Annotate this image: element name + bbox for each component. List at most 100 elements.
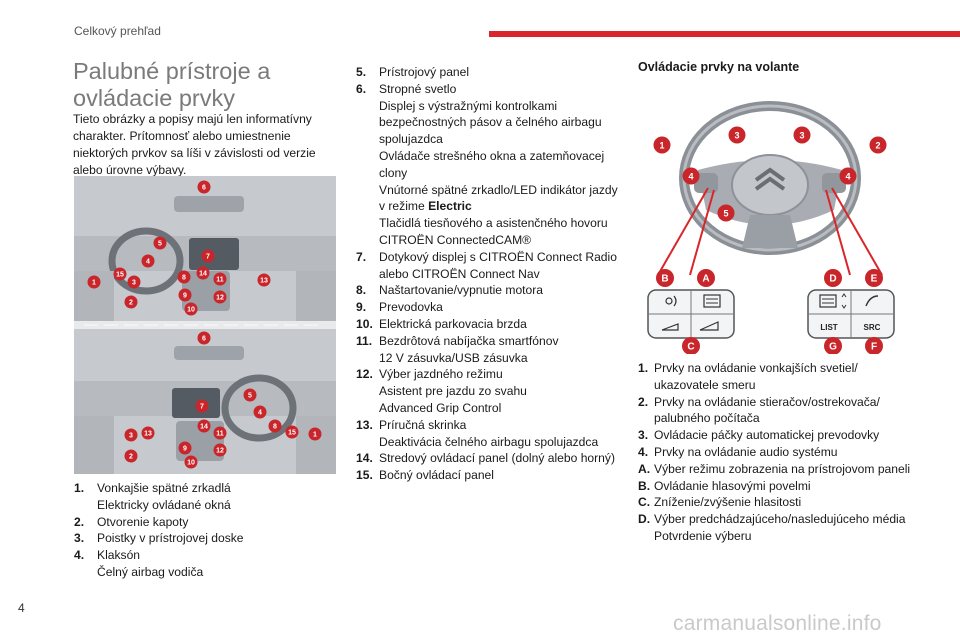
svg-text:10: 10 <box>187 460 195 467</box>
svg-text:13: 13 <box>260 278 268 285</box>
list-item: 4. Prvky na ovládanie audio systému <box>638 444 838 459</box>
list-item: D. Výber predchádzajúceho/nasledujúceho … <box>638 512 906 543</box>
list-item: A. Výber režimu zobrazenia na prístrojov… <box>638 461 911 476</box>
wheel-callout-3-right: 3 <box>793 126 811 144</box>
left-control-pad: B A C <box>647 269 735 355</box>
intro-text: Tieto obrázky a popisy majú len informat… <box>73 112 316 177</box>
callout-14-rhd: 14 <box>197 419 211 433</box>
svg-text:10: 10 <box>187 307 195 314</box>
list-item: 6. Stropné svetlo Displej s výstražnými … <box>356 81 618 247</box>
wheel-callout-1: 1 <box>653 136 671 154</box>
callout-5-lhd: 5 <box>153 236 167 250</box>
svg-text:B: B <box>661 274 668 285</box>
svg-text:15: 15 <box>116 272 124 279</box>
svg-text:3: 3 <box>132 280 136 287</box>
callout-12-rhd: 12 <box>213 443 227 457</box>
list-item: B. Ovládanie hlasovými povelmi <box>638 478 811 493</box>
svg-text:3: 3 <box>734 131 739 141</box>
pad-callout-G: G <box>824 337 842 355</box>
steering-wheel-illustration: 1 3 4 5 2 3 4 B A C <box>647 101 895 355</box>
svg-text:1: 1 <box>313 432 317 439</box>
list-item: 2. Otvorenie kapoty <box>74 514 189 529</box>
svg-text:6: 6 <box>202 336 206 343</box>
callout-12-lhd: 12 <box>213 290 227 304</box>
svg-text:C: C <box>687 342 694 353</box>
watermark: carmanualsonline.info <box>673 612 882 635</box>
src-button-label: SRC <box>864 323 881 332</box>
pad-callout-D: D <box>824 269 842 287</box>
callout-15-lhd: 15 <box>113 267 127 281</box>
wheel-callout-4-left: 4 <box>682 167 700 185</box>
wheel-callout-3-left: 3 <box>728 126 746 144</box>
svg-text:8: 8 <box>273 424 277 431</box>
list-scroll-icon <box>819 293 847 309</box>
svg-text:2: 2 <box>129 300 133 307</box>
svg-text:1: 1 <box>92 280 96 287</box>
svg-text:11: 11 <box>216 277 224 284</box>
list-item: 7. Dotykový displej s CITROËN Connect Ra… <box>356 249 617 281</box>
svg-text:6: 6 <box>202 185 206 192</box>
pad-callout-E: E <box>865 269 883 287</box>
callout-4-rhd: 4 <box>253 405 267 419</box>
callout-5-rhd: 5 <box>243 388 257 402</box>
svg-text:5: 5 <box>248 393 252 400</box>
list-item: 9. Prevodovka <box>356 300 443 315</box>
list-item: 8. Naštartovanie/vypnutie motora <box>356 283 544 298</box>
steering-controls-title: Ovládacie prvky na volante <box>638 60 800 74</box>
list-item: 3. Poistky v prístrojovej doske <box>74 531 244 546</box>
callout-9-rhd: 9 <box>178 441 192 455</box>
svg-text:4: 4 <box>845 172 850 182</box>
list-item: C. Zníženie/zvýšenie hlasitosti <box>638 495 802 510</box>
phone-icon <box>865 295 879 307</box>
pad-callout-A: A <box>697 269 715 287</box>
section-label: Celkový prehľad <box>74 24 161 38</box>
svg-text:4: 4 <box>146 259 150 266</box>
svg-text:2: 2 <box>129 454 133 461</box>
svg-text:11: 11 <box>216 431 224 438</box>
list-item: 5. Prístrojový panel <box>356 65 470 79</box>
page-title: Palubné prístroje a ovládacie prvky <box>73 58 271 111</box>
svg-text:15: 15 <box>288 430 296 437</box>
svg-text:E: E <box>871 274 878 285</box>
list-button-label: LIST <box>820 323 837 332</box>
legend-list-right: 1. Prvky na ovládanie vonkajších svetiel… <box>638 360 913 545</box>
svg-text:9: 9 <box>183 293 187 300</box>
callout-3-rhd: 3 <box>124 428 138 442</box>
svg-text:F: F <box>871 342 877 353</box>
list-item: 3. Ovládacie páčky automatickej prevodov… <box>638 428 880 443</box>
list-item: 10. Elektrická parkovacia brzda <box>356 316 527 331</box>
steering-wheel-diagram: 1 3 4 5 2 3 4 B A C <box>638 90 900 355</box>
svg-text:5: 5 <box>158 241 162 248</box>
pad-callout-F: F <box>865 337 883 355</box>
svg-text:1: 1 <box>659 141 664 151</box>
svg-text:4: 4 <box>688 172 693 182</box>
callout-2-rhd: 2 <box>124 449 138 463</box>
volume-up-icon <box>699 321 719 331</box>
callout-7-lhd: 7 <box>201 249 215 263</box>
svg-text:A: A <box>702 274 709 285</box>
dashboard-photo: 6 5 4 7 15 3 1 8 14 11 13 9 12 2 10 6 5 … <box>74 176 336 474</box>
callout-15-rhd: 15 <box>285 425 299 439</box>
right-control-pad: LIST SRC D E G F <box>807 269 895 355</box>
callout-9-lhd: 9 <box>178 288 192 302</box>
voice-command-icon <box>665 295 677 307</box>
callout-6-lhd: 6 <box>197 180 211 194</box>
callout-13-lhd: 13 <box>257 273 271 287</box>
legend-list-middle: 5. Prístrojový panel 6. Stropné svetlo D… <box>356 64 626 484</box>
list-item: 1. Prvky na ovládanie vonkajších svetiel… <box>638 361 858 392</box>
svg-text:4: 4 <box>258 410 262 417</box>
svg-text:9: 9 <box>183 446 187 453</box>
callout-11-lhd: 11 <box>213 272 227 286</box>
svg-text:12: 12 <box>216 448 224 455</box>
svg-text:13: 13 <box>144 431 152 438</box>
callout-1-rhd: 1 <box>308 427 322 441</box>
list-item: 15. Bočný ovládací panel <box>356 468 494 483</box>
svg-text:7: 7 <box>200 404 204 411</box>
pad-callout-C: C <box>682 337 700 355</box>
svg-text:5: 5 <box>723 209 728 219</box>
svg-text:14: 14 <box>200 424 208 431</box>
